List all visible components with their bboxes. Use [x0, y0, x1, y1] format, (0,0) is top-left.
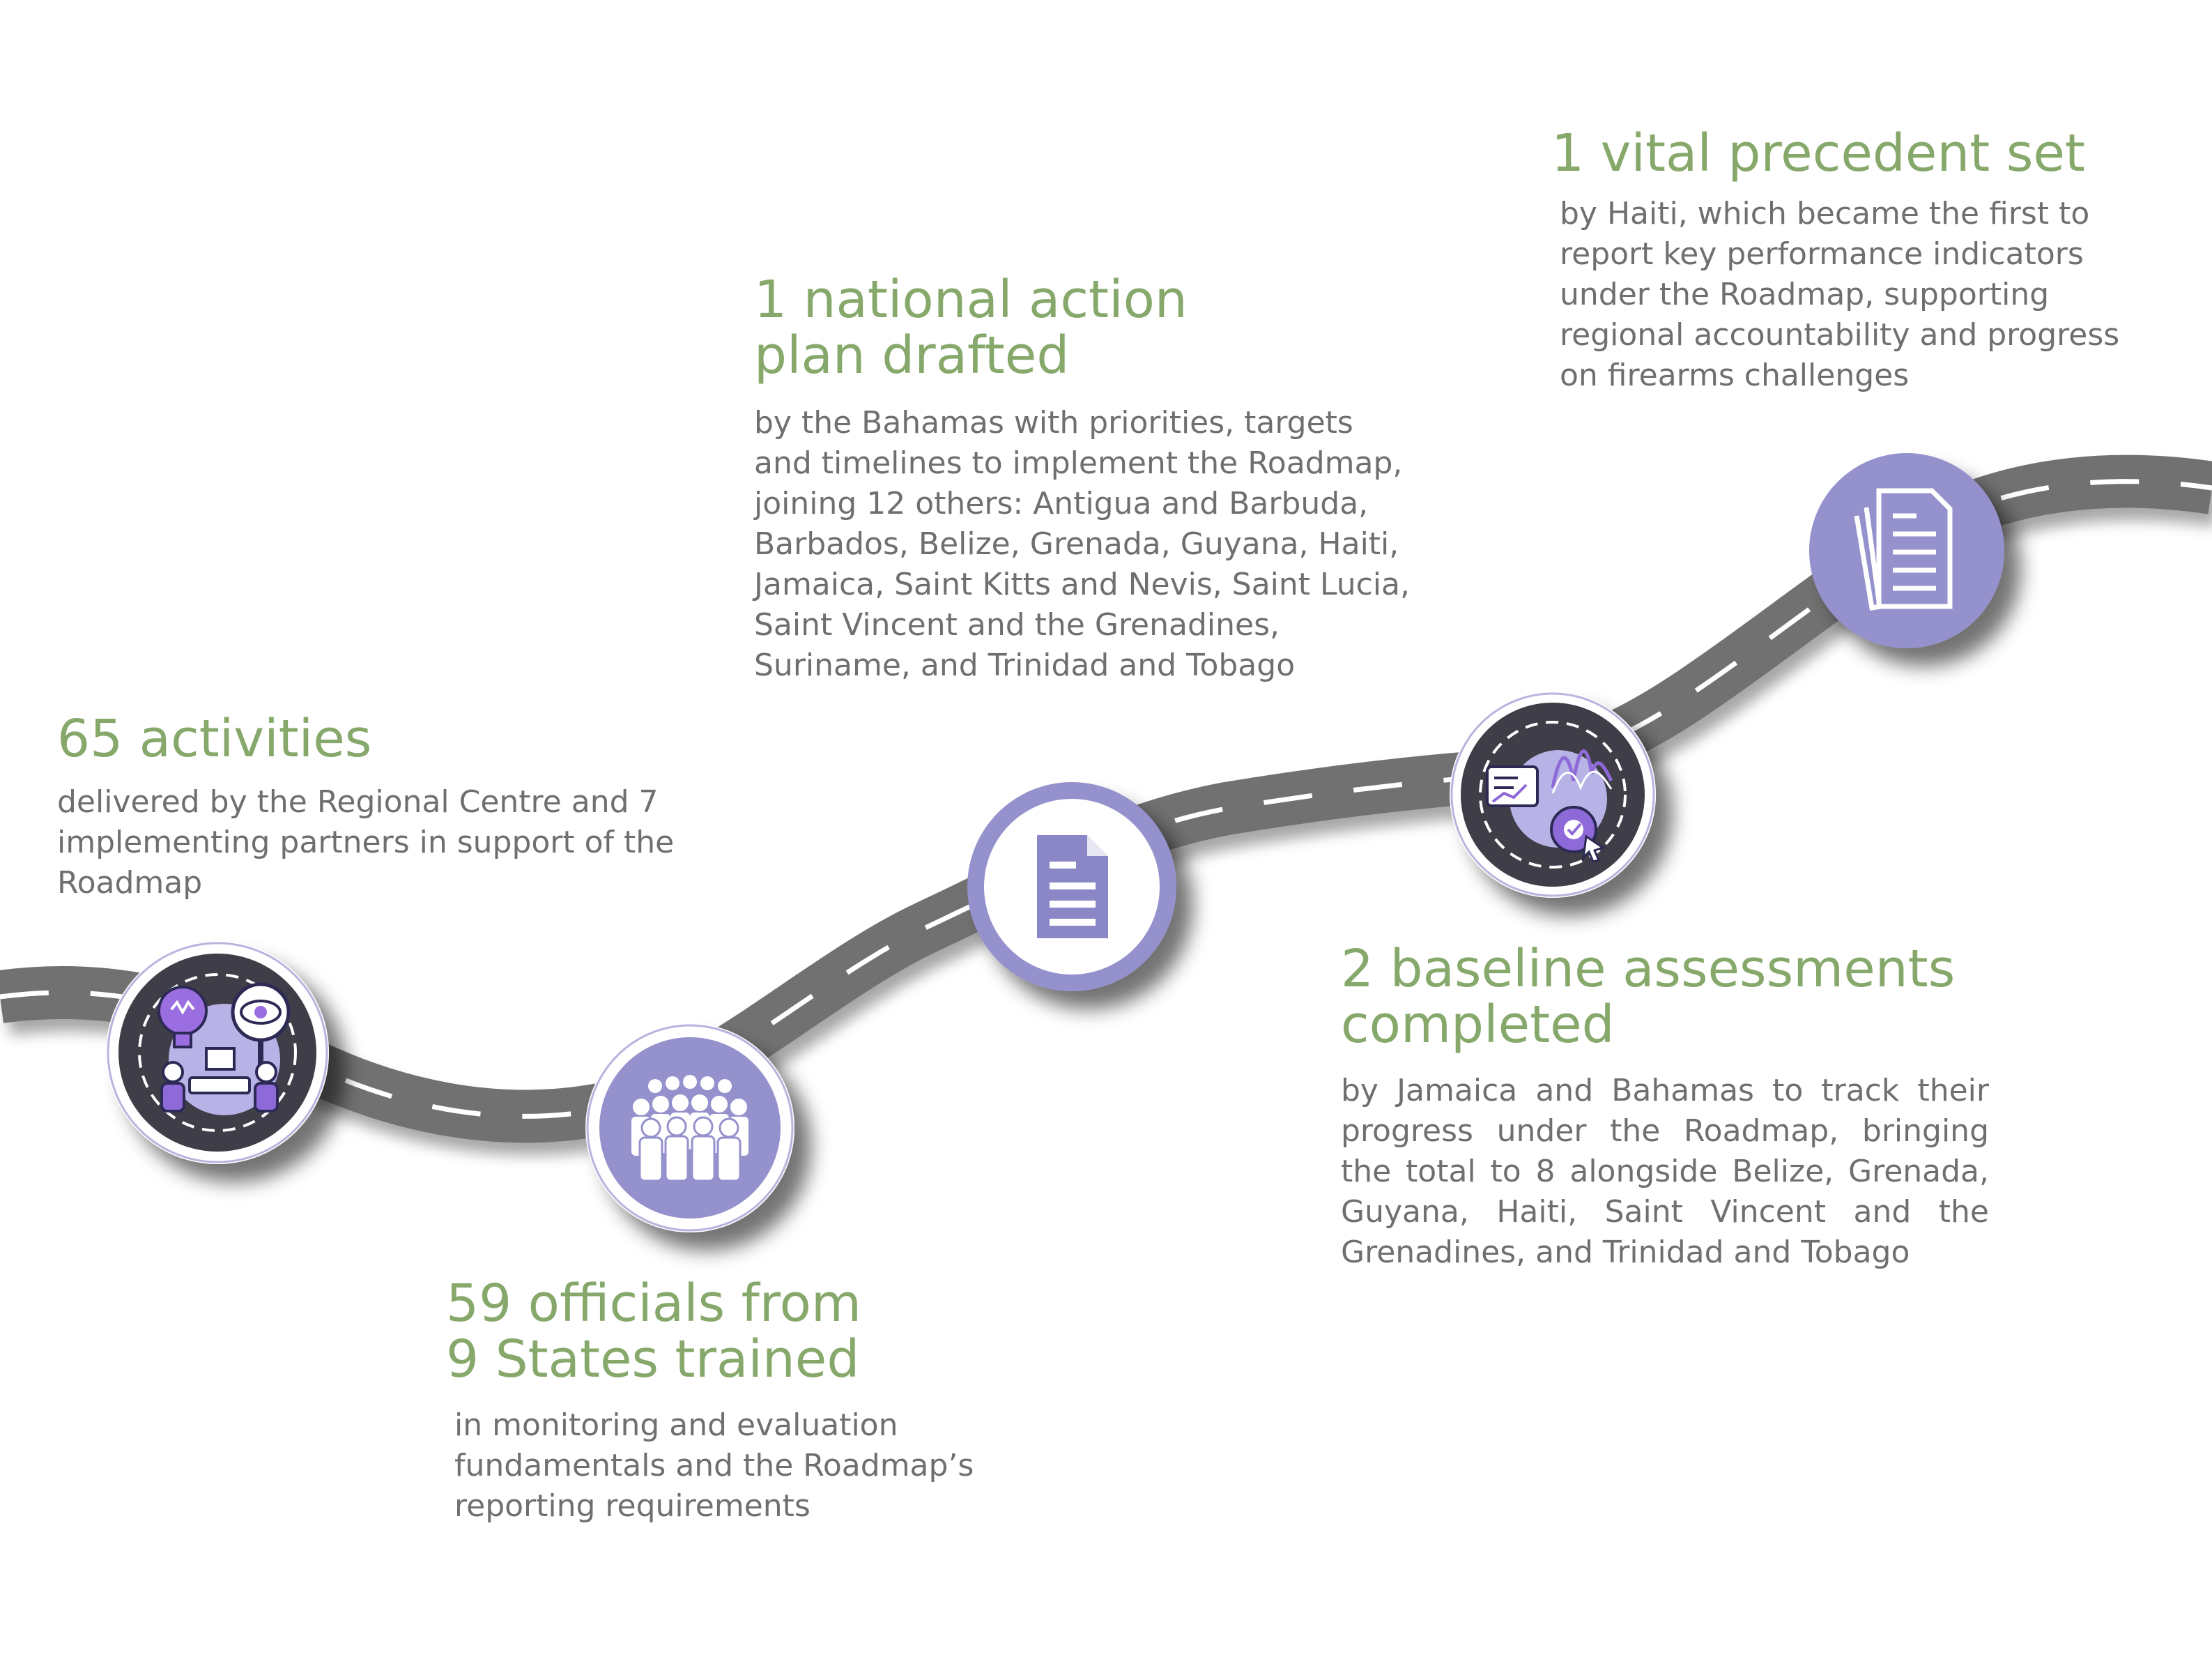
milestone-precedent: 1 vital precedent set by Haiti, which be… — [1551, 125, 2179, 396]
milestone-description: by Haiti, which became the first to repo… — [1560, 196, 2120, 393]
milestone-heading: 1 national action plan drafted — [754, 270, 1188, 385]
analytics-gear-icon — [1486, 749, 1613, 863]
document-icon — [1037, 835, 1108, 938]
milestone-description: delivered by the Regional Centre and 7 i… — [57, 784, 675, 901]
milestone-heading: 1 vital precedent set — [1551, 123, 2085, 183]
milestone-officials: 59 officials from 9 States trained in mo… — [446, 1276, 1143, 1527]
milestone-plan: 1 national action plan drafted by the Ba… — [754, 272, 1437, 686]
milestone-node-plan — [967, 782, 1176, 991]
milestone-description: by the Bahamas with priorities, targets … — [754, 405, 1410, 683]
reports-stack-icon — [1854, 488, 1953, 611]
milestone-heading: 59 officials from 9 States trained — [446, 1274, 861, 1389]
milestone-node-activities — [106, 941, 329, 1164]
milestone-baseline: 2 baseline assessments completed by Jama… — [1341, 941, 2038, 1273]
milestone-node-baseline — [1450, 691, 1656, 898]
milestone-heading: 65 activities — [57, 709, 372, 769]
milestone-description: in monitoring and evaluation fundamental… — [454, 1407, 974, 1524]
people-group-icon — [631, 1075, 748, 1182]
milestone-activities: 65 activities delivered by the Regional … — [57, 711, 740, 903]
workshop-icon — [158, 982, 291, 1115]
milestone-node-precedent — [1809, 453, 2004, 648]
milestone-heading: 2 baseline assessments completed — [1341, 939, 1956, 1055]
milestone-node-officials — [585, 1023, 794, 1232]
milestone-description: by Jamaica and Bahamas to track their pr… — [1341, 1073, 1989, 1270]
